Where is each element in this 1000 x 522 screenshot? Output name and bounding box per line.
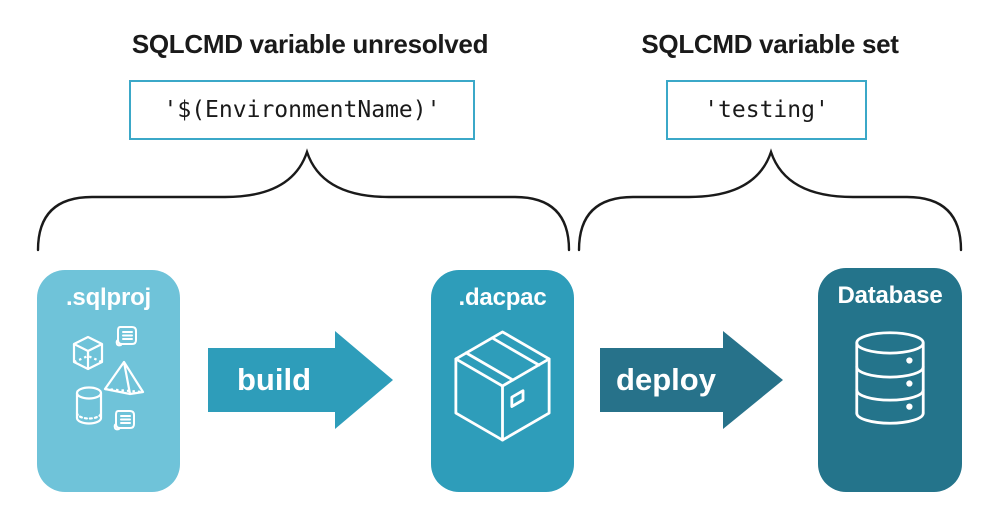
heading-sqlcmd-set: SQLCMD variable set [641, 29, 899, 59]
sqlproj-label: .sqlproj [65, 284, 152, 311]
package-icon [454, 328, 551, 444]
scroll-icon [113, 323, 140, 349]
node-database: Database [818, 268, 962, 492]
scroll-icon [111, 407, 138, 433]
node-sqlproj: .sqlproj [37, 270, 180, 492]
value-box-set: 'testing' [666, 80, 867, 140]
cube-icon [65, 332, 111, 376]
code-set-value: 'testing' [704, 97, 829, 123]
left-brace-icon [36, 148, 571, 252]
heading-sqlcmd-unresolved: SQLCMD variable unresolved [131, 29, 489, 59]
database-label: Database [837, 282, 943, 309]
database-cylinder-icon [854, 328, 926, 428]
node-dacpac: .dacpac [431, 270, 574, 492]
code-unresolved-variable: '$(EnvironmentName)' [163, 97, 441, 123]
pyramid-icon [101, 360, 145, 396]
value-box-unresolved: '$(EnvironmentName)' [129, 80, 475, 140]
right-brace-icon [577, 148, 963, 252]
build-arrow-label: build [236, 362, 312, 397]
dacpac-label: .dacpac [458, 284, 547, 311]
cylinder-icon [74, 386, 104, 426]
deploy-arrow-label: deploy [616, 362, 716, 397]
